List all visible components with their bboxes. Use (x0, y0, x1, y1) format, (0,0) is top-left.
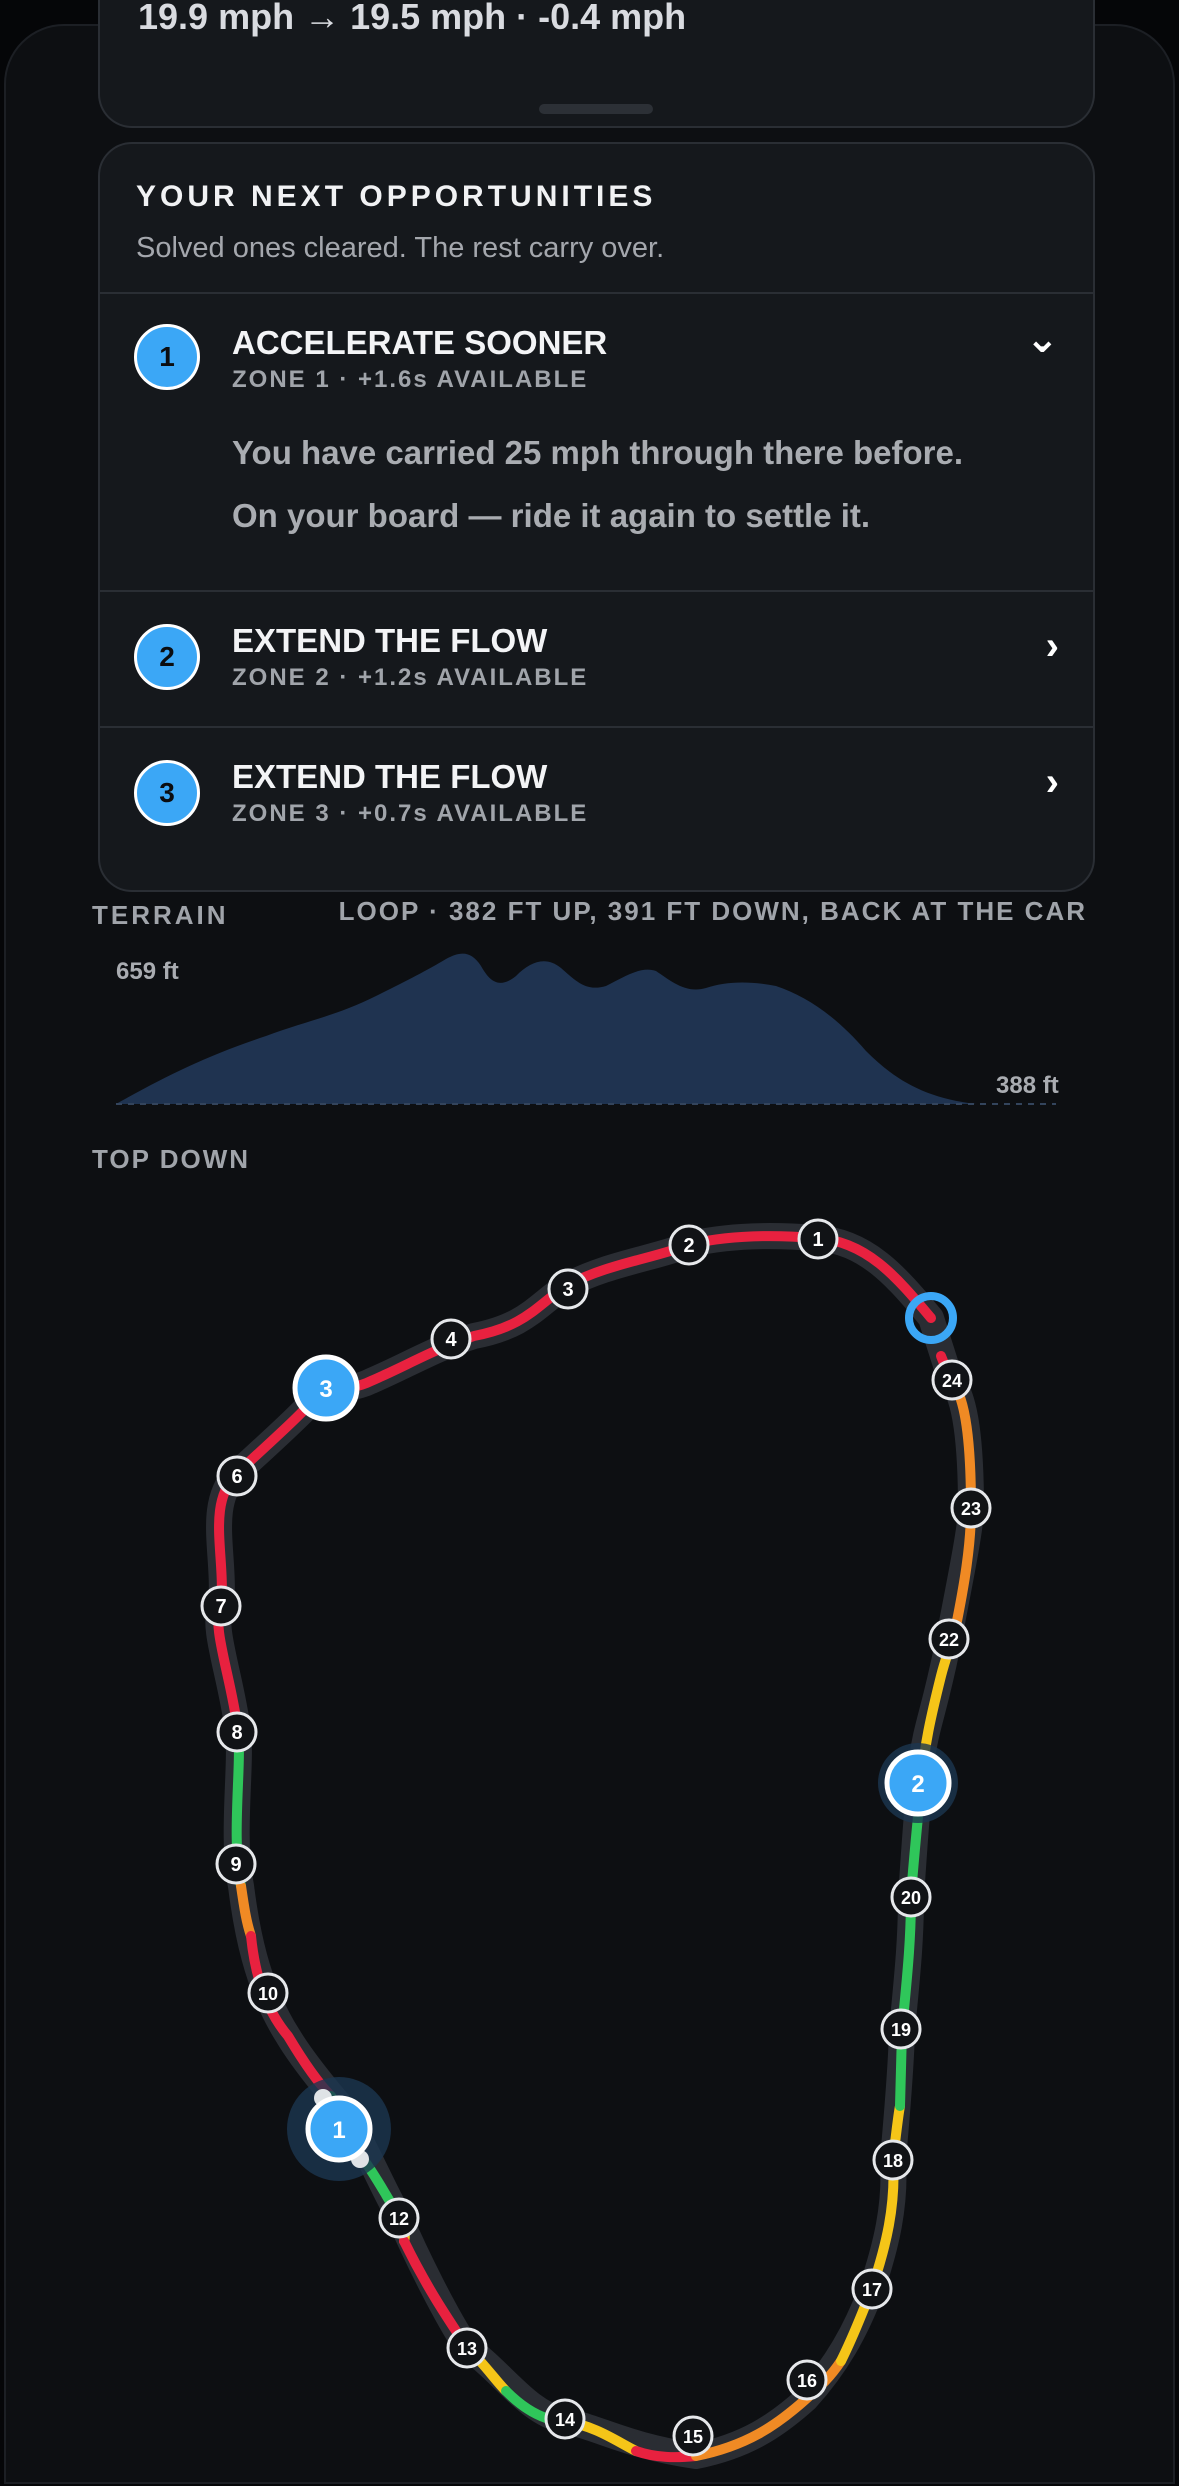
svg-text:22: 22 (939, 1630, 959, 1650)
route-marker-18: 18 (872, 2139, 914, 2181)
route-marker-4: 4 (430, 1318, 472, 1360)
svg-text:13: 13 (457, 2339, 477, 2359)
svg-text:20: 20 (901, 1888, 921, 1908)
route-marker-1: 1 (797, 1218, 839, 1260)
topdown-label: TOP DOWN (92, 1144, 251, 1174)
route-marker-8: 8 (216, 1711, 258, 1753)
svg-text:19: 19 (891, 2020, 911, 2040)
chevron-right-icon[interactable]: › (1045, 760, 1059, 804)
svg-text:6: 6 (231, 1466, 242, 1488)
route-marker-20: 20 (890, 1876, 932, 1918)
start-finish-ring-icon[interactable] (905, 1292, 957, 1344)
speed-summary-text: 19.9 mph → 19.5 mph · -0.4 mph (138, 0, 687, 37)
route-marker-10: 10 (247, 1972, 289, 2014)
svg-text:24: 24 (942, 1371, 962, 1391)
route-marker-15: 15 (672, 2415, 714, 2457)
svg-text:10: 10 (258, 1984, 278, 2004)
svg-text:7: 7 (215, 1596, 226, 1618)
svg-text:4: 4 (445, 1329, 457, 1351)
route-segment-red (399, 2236, 471, 2351)
chevron-right-icon[interactable]: › (1045, 624, 1059, 668)
opportunities-subtitle: Solved ones cleared. The rest carry over… (136, 232, 665, 264)
svg-text:18: 18 (883, 2151, 903, 2171)
route-marker-16: 16 (786, 2359, 828, 2401)
svg-text:2: 2 (911, 1771, 924, 1798)
route-marker-22: 22 (928, 1618, 970, 1660)
opportunity-number-badge: 2 (134, 624, 200, 690)
opportunity-number-badge: 1 (134, 324, 200, 390)
svg-text:1: 1 (332, 2117, 345, 2144)
zone-marker-3[interactable]: 3 (292, 1354, 360, 1422)
route-segment-red (213, 1231, 936, 1736)
opportunity-number-badge: 3 (134, 760, 200, 826)
svg-text:23: 23 (961, 1499, 981, 1519)
svg-text:3: 3 (562, 1279, 573, 1301)
route-marker-2: 2 (668, 1224, 710, 1266)
terrain-profile-area (116, 953, 976, 1104)
svg-text:2: 2 (683, 1235, 694, 1257)
opportunity-row-3[interactable]: 3 EXTEND THE FLOW ZONE 3 · +0.7s AVAILAB… (100, 728, 1093, 862)
opportunity-detail-line-2: On your board — ride it again to settle … (232, 497, 871, 534)
opportunity-title: EXTEND THE FLOW (232, 758, 548, 795)
opportunity-row-1[interactable]: 1 ACCELERATE SOONER ZONE 1 · +1.6s AVAIL… (100, 294, 1093, 590)
terrain-label: TERRAIN (92, 900, 229, 930)
speed-summary-card: 19.9 mph → 19.5 mph · -0.4 mph (98, 0, 1095, 128)
terrain-min-elevation: 388 ft (996, 1072, 1059, 1099)
zone-marker-2[interactable]: 2 (884, 1749, 952, 1817)
divider (100, 590, 1093, 592)
route-marker-13: 13 (446, 2327, 488, 2369)
terrain-profile-chart (116, 953, 1056, 1105)
svg-text:15: 15 (683, 2427, 703, 2447)
divider (100, 726, 1093, 728)
opportunity-title: EXTEND THE FLOW (232, 622, 548, 659)
svg-text:12: 12 (389, 2209, 409, 2229)
svg-text:14: 14 (555, 2410, 575, 2430)
route-segment-orange (691, 2356, 846, 2461)
opportunity-detail-line-1: You have carried 25 mph through there be… (232, 434, 964, 471)
drag-handle[interactable] (539, 104, 653, 114)
route-marker-14: 14 (544, 2398, 586, 2440)
route-marker-19: 19 (880, 2008, 922, 2050)
svg-text:9: 9 (230, 1854, 241, 1876)
svg-text:8: 8 (231, 1722, 242, 1744)
route-marker-12: 12 (378, 2197, 420, 2239)
route-marker-17: 17 (851, 2268, 893, 2310)
route-marker-3: 3 (547, 1268, 589, 1310)
svg-text:3: 3 (319, 1376, 332, 1403)
opportunity-meta: ZONE 1 · +1.6s AVAILABLE (232, 366, 589, 393)
route-segment-yellow (836, 2101, 905, 2366)
terrain-max-elevation: 659 ft (116, 958, 179, 985)
route-marker-6: 6 (216, 1455, 258, 1497)
divider (100, 292, 1093, 294)
terrain-summary: LOOP · 382 FT UP, 391 FT DOWN, BACK AT T… (338, 896, 1087, 926)
chevron-down-icon[interactable]: ⌄ (1025, 317, 1059, 361)
opportunities-title: YOUR NEXT OPPORTUNITIES (136, 180, 657, 213)
opportunity-row-2[interactable]: 2 EXTEND THE FLOW ZONE 2 · +1.2s AVAILAB… (100, 592, 1093, 726)
route-segment-red (631, 2446, 701, 2463)
opportunity-title: ACCELERATE SOONER (232, 324, 608, 361)
route-marker-7: 7 (200, 1585, 242, 1627)
zone-marker-1[interactable]: 1 (305, 2095, 373, 2163)
svg-text:16: 16 (797, 2371, 817, 2391)
app-screen: 19.9 mph → 19.5 mph · -0.4 mph YOUR NEXT… (4, 0, 1177, 2486)
route-marker-9: 9 (215, 1843, 257, 1885)
opportunities-card: YOUR NEXT OPPORTUNITIES Solved ones clea… (98, 142, 1095, 892)
opportunity-meta: ZONE 2 · +1.2s AVAILABLE (232, 664, 589, 691)
route-marker-24: 24 (931, 1359, 973, 1401)
route-marker-23: 23 (950, 1487, 992, 1529)
svg-text:17: 17 (862, 2280, 882, 2300)
opportunity-meta: ZONE 3 · +0.7s AVAILABLE (232, 800, 589, 827)
svg-text:1: 1 (812, 1229, 823, 1251)
